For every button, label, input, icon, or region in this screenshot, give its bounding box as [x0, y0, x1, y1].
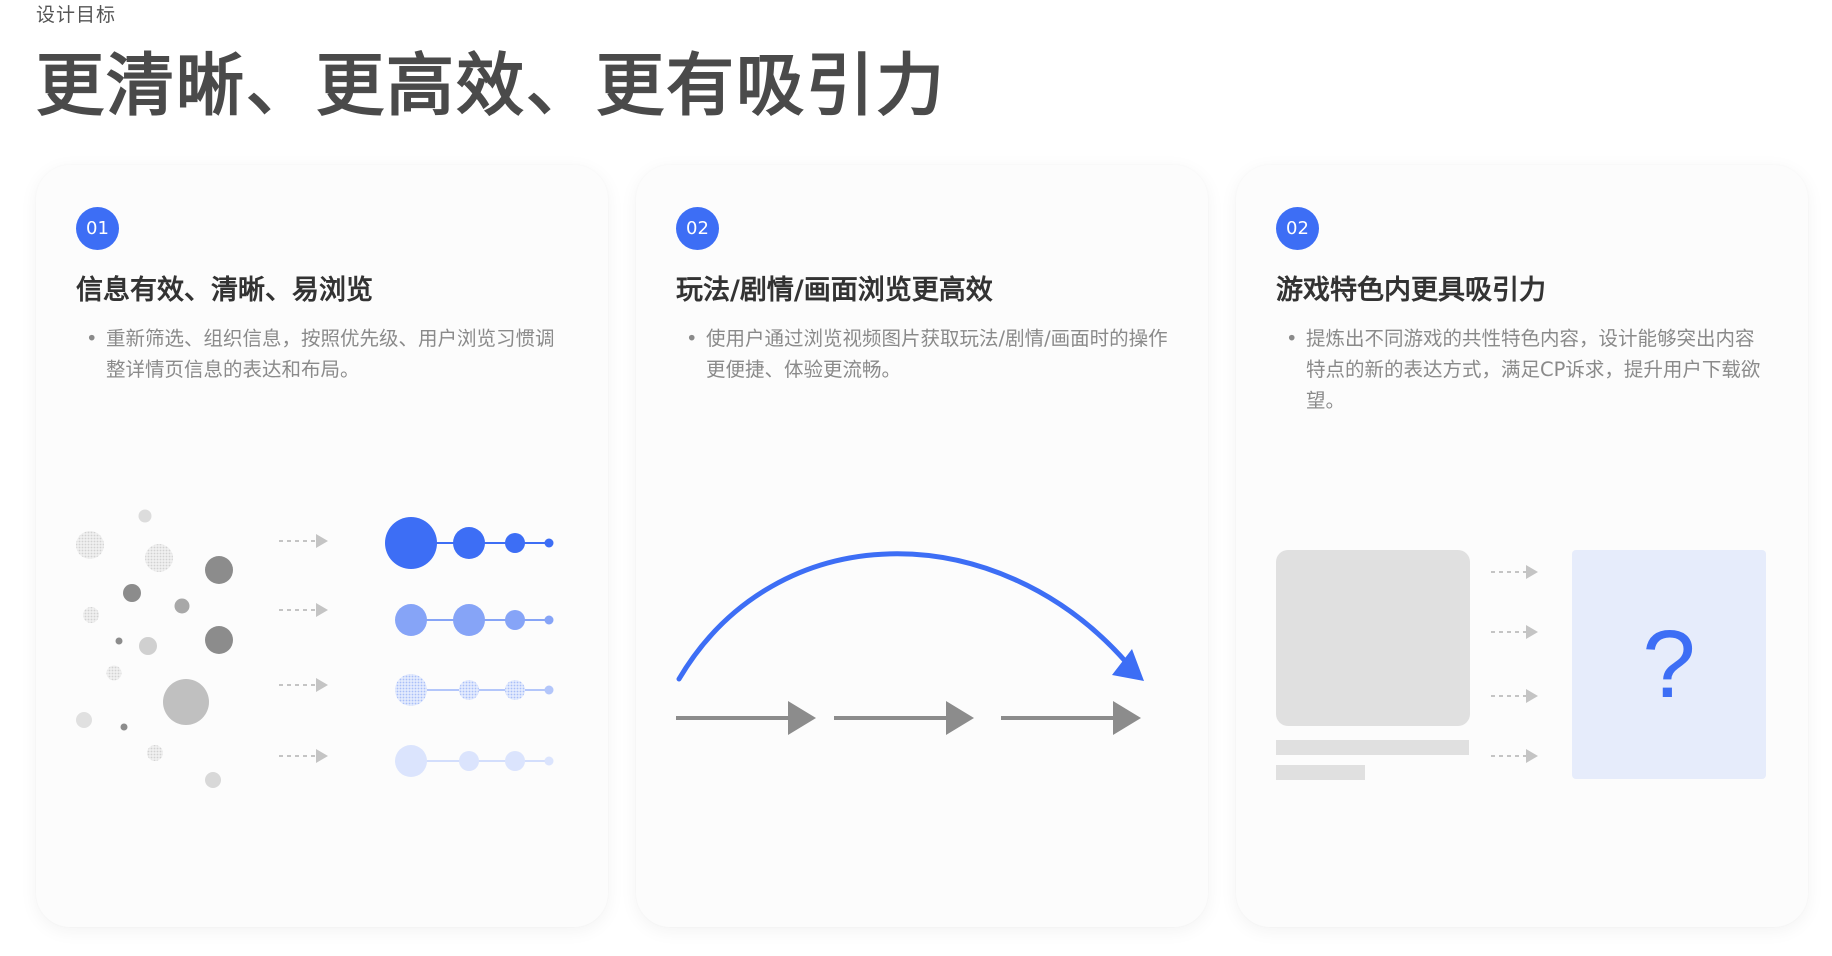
card-title: 游戏特色内更具吸引力	[1276, 275, 1546, 306]
card-number-badge: 02	[1276, 207, 1319, 250]
goal-card-2: 02 玩法/剧情/画面浏览更高效 • 使用户通过浏览视频图片获取玩法/剧情/画面…	[636, 165, 1208, 927]
ordered-dots-row-4	[395, 745, 554, 777]
card-title: 信息有效、清晰、易浏览	[76, 275, 373, 306]
card-number-badge: 01	[76, 207, 119, 250]
card-description-text: 使用户通过浏览视频图片获取玩法/剧情/画面时的操作更便捷、体验更流畅。	[706, 327, 1168, 381]
question-mark-icon: ?	[1642, 610, 1696, 718]
ordered-dots-row-1	[385, 517, 554, 569]
card-title: 玩法/剧情/画面浏览更高效	[676, 275, 993, 306]
card-description: • 提炼出不同游戏的共性特色内容，设计能够突出内容特点的新的表达方式，满足CP诉…	[1276, 323, 1771, 416]
info-organize-illustration	[76, 509, 554, 788]
new-expression-placeholder	[1572, 550, 1766, 779]
card-description: • 重新筛选、组织信息，按照优先级、用户浏览习惯调整详情页信息的表达和布局。	[76, 323, 571, 385]
step-arrows	[676, 701, 1141, 735]
content-thumbnail-placeholder	[1276, 550, 1470, 780]
bullet-icon: •	[686, 327, 698, 350]
card-number-badge: 02	[676, 207, 719, 250]
card-description-text: 提炼出不同游戏的共性特色内容，设计能够突出内容特点的新的表达方式，满足CP诉求，…	[1306, 327, 1761, 412]
jump-arc-arrow	[676, 551, 1144, 682]
bullet-icon: •	[86, 327, 98, 350]
feature-content-illustration	[1276, 550, 1766, 780]
dotted-arrows-column	[1491, 565, 1538, 763]
bullet-icon: •	[1286, 327, 1298, 350]
skip-ahead-illustration	[676, 551, 1144, 735]
card-description-text: 重新筛选、组织信息，按照优先级、用户浏览习惯调整详情页信息的表达和布局。	[106, 327, 555, 381]
goal-card-3: 02 游戏特色内更具吸引力 • 提炼出不同游戏的共性特色内容，设计能够突出内容特…	[1236, 165, 1808, 927]
ordered-dots-row-3	[395, 674, 554, 706]
ordered-dots-row-2	[395, 604, 554, 636]
eyebrow-label: 设计目标	[36, 4, 117, 26]
page-title: 更清晰、更高效、更有吸引力	[36, 47, 947, 126]
dotted-arrows-column	[279, 534, 328, 763]
card-description: • 使用户通过浏览视频图片获取玩法/剧情/画面时的操作更便捷、体验更流畅。	[676, 323, 1171, 385]
goal-card-1: 01 信息有效、清晰、易浏览 • 重新筛选、组织信息，按照优先级、用户浏览习惯调…	[36, 165, 608, 927]
scattered-dots-cluster	[76, 509, 233, 788]
